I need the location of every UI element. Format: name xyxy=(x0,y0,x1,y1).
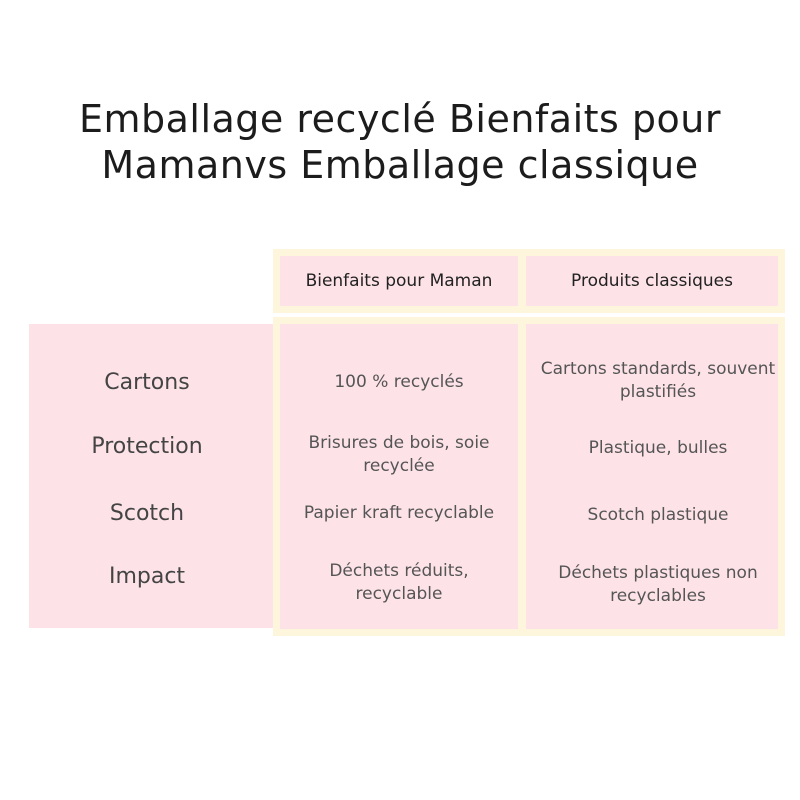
column-header-2: Produits classiques xyxy=(526,256,778,306)
cell-impact-classiques: Déchets plastiques non recyclables xyxy=(558,563,758,606)
row-label-cartons: Cartons xyxy=(104,369,190,395)
cell-cartons-classiques: Cartons standards, souvent plastifiés xyxy=(540,359,776,402)
title-line-1: Emballage recyclé Bienfaits pour xyxy=(78,97,722,141)
column-header-frame-2: Produits classiques xyxy=(519,249,785,313)
column-body-2 xyxy=(526,324,778,629)
column-body-frame-2 xyxy=(519,317,785,636)
title-line-2: Mamanvs Emballage classique xyxy=(101,143,699,187)
column-body-frame-1 xyxy=(273,317,525,636)
column-header-frame-1: Bienfaits pour Maman xyxy=(273,249,525,313)
cell-protection-classiques: Plastique, bulles xyxy=(588,437,728,458)
row-label-column xyxy=(29,324,274,628)
cell-scotch-classiques: Scotch plastique xyxy=(587,504,729,525)
column-header-1: Bienfaits pour Maman xyxy=(280,256,518,306)
page-title: Emballage recyclé Bienfaits pour Mamanvs… xyxy=(0,96,800,188)
row-label-protection: Protection xyxy=(91,433,203,459)
row-label-scotch: Scotch xyxy=(109,500,185,526)
row-label-impact: Impact xyxy=(108,563,186,589)
column-body-1 xyxy=(280,324,518,629)
cell-cartons-maman: 100 % recyclés xyxy=(334,371,464,392)
cell-impact-maman: Déchets réduits, recyclable xyxy=(329,561,469,604)
cell-protection-maman: Brisures de bois, soie recyclée xyxy=(308,433,490,476)
cell-scotch-maman: Papier kraft recyclable xyxy=(303,502,495,523)
